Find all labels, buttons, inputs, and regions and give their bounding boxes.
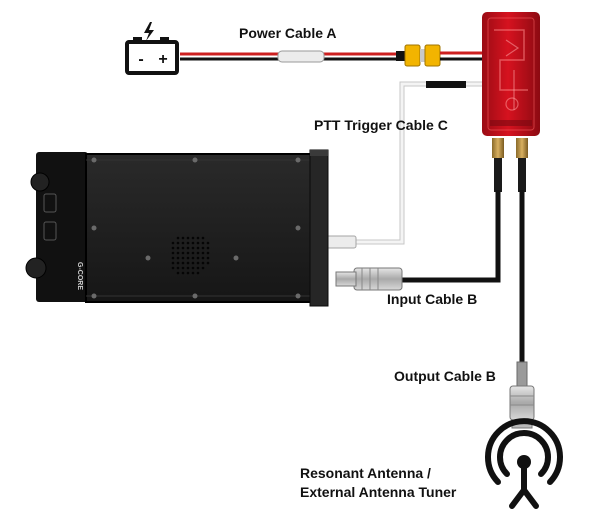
volume-knob	[30, 172, 50, 192]
amplifier-unit	[482, 12, 540, 136]
output-cable-label: Output Cable B	[394, 368, 496, 384]
lightning-bolt-icon	[144, 22, 154, 41]
radio-brand-label: G-CORE	[76, 262, 83, 290]
power-cable-a	[180, 44, 484, 67]
ptt-cable-label: PTT Trigger Cable C	[314, 117, 448, 133]
output-cable-b	[509, 190, 535, 429]
amplifier-connectors	[492, 138, 528, 192]
input-cable-b	[335, 190, 501, 291]
battery-minus-sign: -	[138, 51, 143, 68]
uhf-connector-output	[509, 385, 535, 421]
speaker-grille	[171, 236, 210, 275]
radio-transceiver: G-CORE	[25, 149, 329, 307]
battery-plus-sign: +	[158, 51, 167, 68]
antenna-label-line2: External Antenna Tuner	[300, 484, 457, 500]
power-cable-label: Power Cable A	[239, 25, 337, 41]
antenna-icon	[485, 418, 563, 509]
battery-icon: - +	[125, 22, 179, 75]
tuning-knob	[25, 257, 47, 279]
xt60-connector-right	[424, 44, 441, 67]
inline-fuse	[277, 50, 325, 63]
antenna-label-line1: Resonant Antenna /	[300, 465, 431, 481]
xt60-connector-left	[404, 44, 421, 67]
input-cable-label: Input Cable B	[387, 291, 478, 307]
ptt-trigger-cable-c	[313, 81, 486, 249]
